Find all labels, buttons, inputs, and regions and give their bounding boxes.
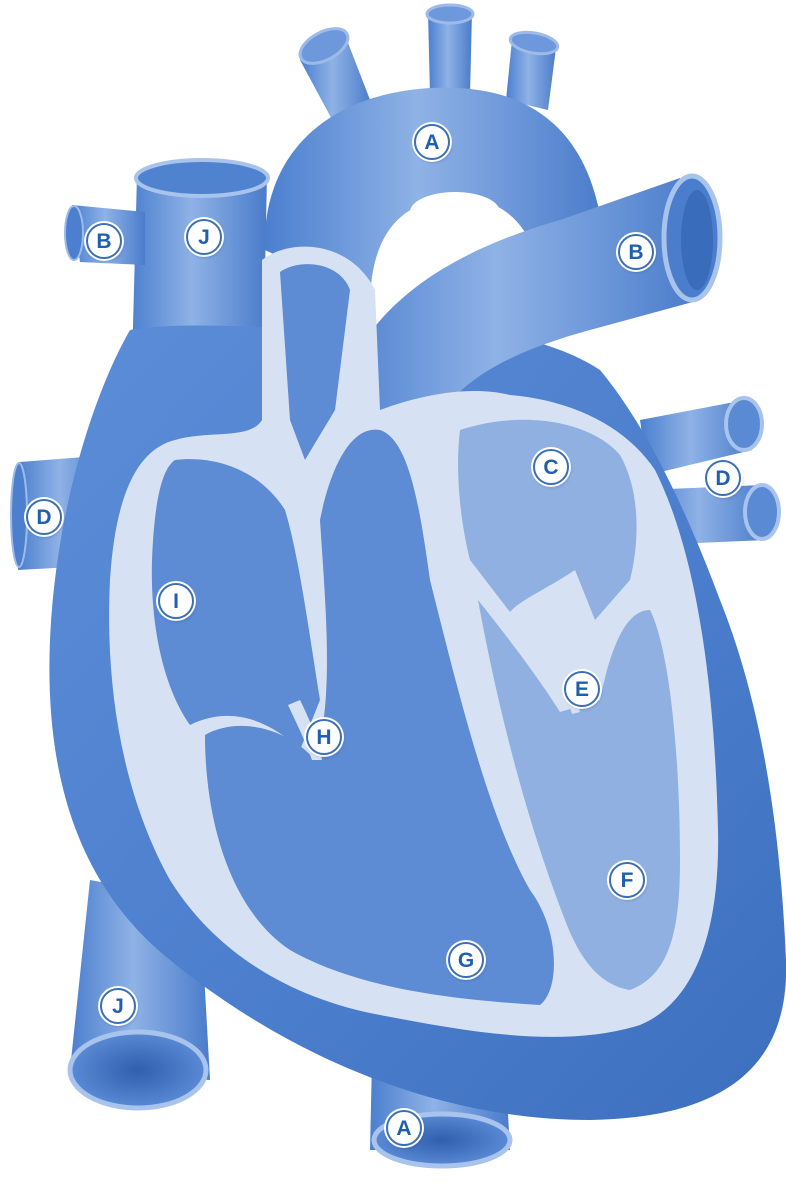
label-marker-right-d: D (705, 460, 741, 496)
label-marker-g: G (448, 942, 484, 978)
label-marker-e: E (564, 671, 600, 707)
label-text: A (396, 1118, 411, 1139)
label-text: J (112, 996, 124, 1017)
label-text: C (543, 457, 558, 478)
label-marker-aorta-arch: A (414, 124, 450, 160)
label-marker-h: H (306, 719, 342, 755)
label-marker-aorta-bottom: A (386, 1110, 422, 1146)
label-text: D (36, 507, 51, 528)
label-marker-f: F (609, 862, 645, 898)
label-marker-left-d: D (26, 499, 62, 535)
label-text: I (173, 591, 179, 612)
label-text: G (458, 950, 474, 971)
label-text: E (575, 679, 589, 700)
label-text: D (715, 468, 730, 489)
label-text: B (96, 231, 111, 252)
label-marker-top-j: J (186, 219, 222, 255)
label-text: A (424, 132, 439, 153)
label-text: J (198, 227, 210, 248)
label-text: B (628, 242, 643, 263)
label-marker-i: I (158, 583, 194, 619)
label-marker-right-b: B (618, 234, 654, 270)
label-text: H (316, 727, 331, 748)
label-marker-c: C (533, 449, 569, 485)
label-marker-left-b: B (86, 223, 122, 259)
label-marker-bottom-j: J (100, 988, 136, 1024)
label-text: F (621, 870, 634, 891)
